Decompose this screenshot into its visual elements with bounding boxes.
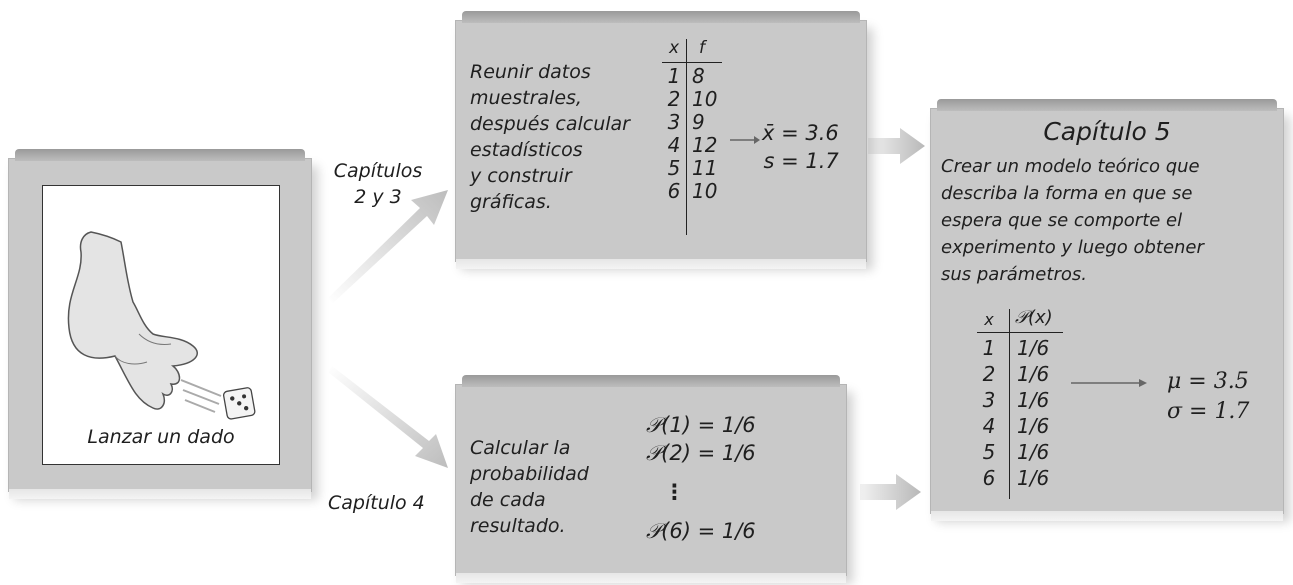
desc-line: muestrales, (470, 87, 582, 109)
left-panel: Lanzar un dado (8, 149, 312, 499)
prob-table-x-column: 1 2 3 4 5 6 (979, 335, 999, 491)
desc-line: resultado. (470, 515, 566, 537)
freq-table-divider (686, 39, 687, 235)
prob-table-header-rule (977, 332, 1063, 333)
x-value: 5 (667, 156, 681, 180)
x-value: 3 (982, 388, 996, 412)
die-icon (222, 387, 256, 420)
p-value: 1/6 (1017, 466, 1050, 490)
prob-table-x-header: x (984, 310, 994, 329)
desc-line: espera que se comporte el (941, 210, 1183, 231)
f-value: 12 (692, 133, 718, 157)
top-panel: Reunir datos muestrales, después calcula… (455, 11, 867, 269)
arrow-top-to-right (868, 128, 925, 164)
sample-mean: x̄ = 3.6 (762, 121, 839, 145)
p-value: 1/6 (1017, 440, 1050, 464)
population-sd: σ = 1.7 (1167, 399, 1250, 424)
freq-table-header-rule (662, 62, 722, 63)
long-arrow-icon (1071, 379, 1147, 387)
branch-label-bottom: Capítulo 4 (328, 492, 425, 514)
small-arrow-icon (730, 136, 760, 144)
branch-label-top: Capítulos 2 y 3 (326, 158, 430, 210)
die-illustration-frame: Lanzar un dado (42, 185, 280, 465)
probability-1: 𝒫(1) = 1/6 (646, 413, 756, 437)
x-value: 6 (982, 466, 996, 490)
bottom-panel-description: Calcular la probabilidad de cada resulta… (470, 435, 589, 539)
p-value: 1/6 (1017, 388, 1050, 412)
freq-table-f-column: 8 10 9 12 11 10 (692, 65, 717, 203)
desc-line: gráficas. (470, 191, 552, 213)
branch-label-top-line1: Capítulos (333, 160, 423, 182)
x-value: 1 (982, 336, 996, 360)
desc-line: probabilidad (470, 463, 589, 485)
x-value: 2 (982, 362, 996, 386)
prob-table-p-column: 1/6 1/6 1/6 1/6 1/6 1/6 (1017, 335, 1049, 491)
probability-2: 𝒫(2) = 1/6 (646, 441, 756, 465)
x-value: 1 (667, 64, 681, 88)
x-value: 3 (667, 110, 681, 134)
desc-line: estadísticos (470, 139, 583, 161)
sample-sd: s = 1.7 (763, 149, 839, 173)
die-caption: Lanzar un dado (87, 426, 235, 448)
arrow-bottom-to-right (860, 474, 921, 510)
f-value: 10 (692, 179, 718, 203)
x-value: 4 (667, 133, 681, 157)
f-value: 9 (692, 110, 705, 134)
sample-stats: x̄ = 3.6 s = 1.7 (762, 119, 839, 175)
desc-line: y construir (470, 165, 572, 187)
bottom-panel: Calcular la probabilidad de cada resulta… (455, 375, 847, 583)
desc-line: Reunir datos (470, 61, 591, 83)
x-value: 2 (667, 87, 681, 111)
x-value: 6 (667, 179, 681, 203)
f-value: 10 (692, 87, 718, 111)
branch-label-top-line2: 2 y 3 (354, 186, 402, 208)
prob-table-divider (1009, 309, 1010, 499)
population-mean: μ = 3.5 (1167, 369, 1249, 394)
arrow-to-bottom-panel (328, 366, 448, 468)
top-panel-description: Reunir datos muestrales, después calcula… (470, 59, 630, 215)
right-panel-title: Capítulo 5 (1043, 117, 1171, 146)
ellipsis: ⋮ (664, 480, 685, 504)
freq-table-f-header: f (699, 38, 705, 58)
freq-table-x-header: x (668, 38, 680, 58)
p-value: 1/6 (1017, 336, 1050, 360)
right-panel-description: Crear un modelo teórico que describa la … (941, 153, 1204, 288)
probability-list: 𝒫(1) = 1/6 𝒫(2) = 1/6 ⋮ 𝒫(6) = 1/6 (646, 411, 756, 545)
right-panel: Capítulo 5 Crear un modelo teórico que d… (930, 99, 1284, 521)
hand-die-illustration (67, 231, 256, 420)
desc-line: experimento y luego obtener (941, 237, 1204, 258)
f-value: 8 (692, 64, 705, 88)
desc-line: Calcular la (470, 437, 571, 459)
f-value: 11 (692, 156, 718, 180)
desc-line: después calcular (470, 113, 630, 135)
desc-line: describa la forma en que se (941, 183, 1193, 204)
x-value: 5 (982, 440, 996, 464)
freq-table-x-column: 1 2 3 4 5 6 (664, 65, 684, 203)
x-value: 4 (982, 414, 996, 438)
desc-line: Crear un modelo teórico que (941, 156, 1200, 177)
hand-icon (67, 231, 198, 410)
probability-6: 𝒫(6) = 1/6 (646, 519, 756, 543)
p-value: 1/6 (1017, 414, 1050, 438)
desc-line: sus parámetros. (941, 264, 1087, 285)
arrow-to-top-panel (328, 190, 448, 303)
desc-line: de cada (470, 489, 546, 511)
model-parameters: μ = 3.5 σ = 1.7 (1167, 367, 1249, 427)
prob-table-p-header: 𝒫(x) (1015, 307, 1053, 328)
p-value: 1/6 (1017, 362, 1050, 386)
